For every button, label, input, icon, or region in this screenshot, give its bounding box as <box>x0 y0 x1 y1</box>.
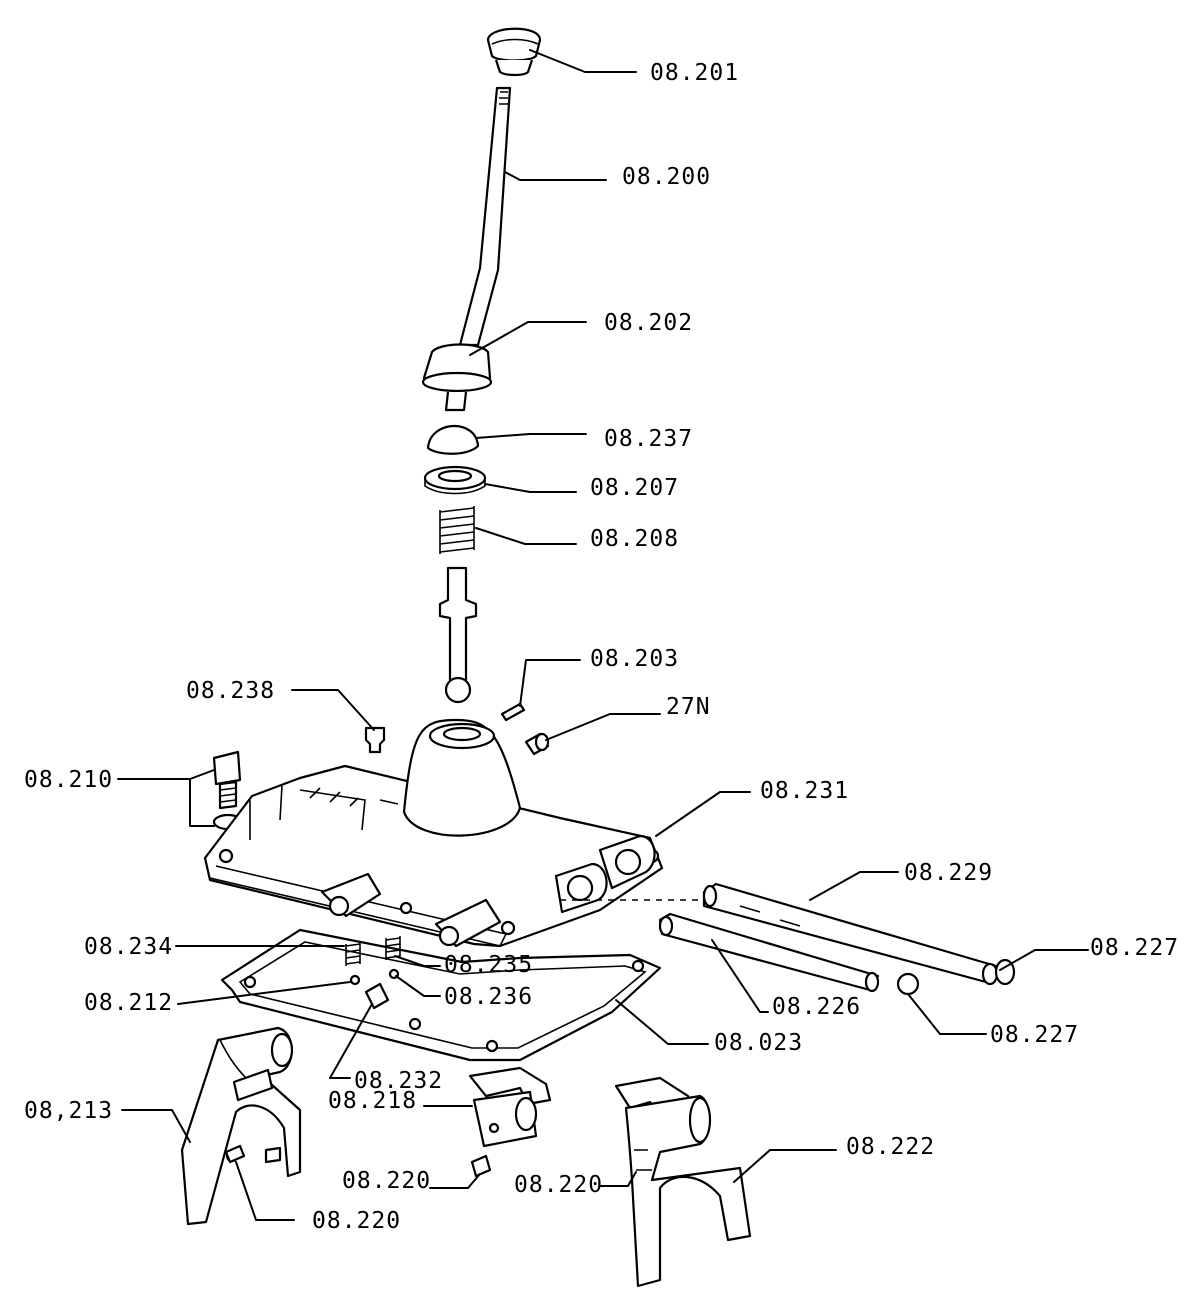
label-08-229: 08.229 <box>904 860 993 886</box>
label-08-220-left: 08.220 <box>312 1208 401 1234</box>
plug-27n-part <box>524 732 550 756</box>
label-08-227-right: 08.227 <box>1090 935 1179 961</box>
rod-226-part <box>658 912 880 993</box>
label-08-202: 08.202 <box>604 310 693 336</box>
detent-ball-left-part <box>349 974 361 986</box>
label-08-220-right: 08.220 <box>514 1172 603 1198</box>
label-27n: 27N <box>666 694 711 720</box>
label-08-213: 08,213 <box>24 1098 113 1124</box>
label-08-237: 08.237 <box>604 426 693 452</box>
shift-fork-right-part <box>614 1076 752 1288</box>
label-08-236: 08.236 <box>444 984 533 1010</box>
detent-spring-left-part <box>345 942 361 966</box>
label-08-238: 08.238 <box>186 678 275 704</box>
threaded-plug-part <box>364 982 390 1010</box>
label-08-226: 08.226 <box>772 994 861 1020</box>
label-08-220-middle: 08.220 <box>342 1168 431 1194</box>
screw-middle-part <box>470 1154 492 1178</box>
shift-fork-left-part <box>180 1026 302 1226</box>
pin-part <box>500 702 526 722</box>
detent-spring-right-part <box>385 936 401 960</box>
label-08-227-lower: 08.227 <box>990 1022 1079 1048</box>
seat-washer-part <box>423 465 487 495</box>
lever-rod-part <box>458 86 512 347</box>
label-08-203: 08.203 <box>590 646 679 672</box>
selector-shaft-part <box>438 566 478 704</box>
label-08-218: 08.218 <box>328 1088 417 1114</box>
label-08-231: 08.231 <box>760 778 849 804</box>
small-bolt-part <box>364 726 386 754</box>
label-08-023: 08.023 <box>714 1030 803 1056</box>
label-08-210: 08.210 <box>24 767 113 793</box>
cap-plug-right-part <box>994 958 1016 986</box>
rod-229-part <box>702 882 999 986</box>
housing-cover-part <box>203 718 664 948</box>
gasket-part <box>220 928 662 1062</box>
label-08-208: 08.208 <box>590 526 679 552</box>
label-08-235: 08.235 <box>444 952 533 978</box>
label-08-222: 08.222 <box>846 1134 935 1160</box>
label-08-212: 08.212 <box>84 990 173 1016</box>
label-08-201: 08.201 <box>650 60 739 86</box>
label-08-234: 08.234 <box>84 934 173 960</box>
label-08-232: 08.232 <box>354 1068 443 1094</box>
knob-part <box>486 27 542 77</box>
spring-part <box>439 506 475 554</box>
selector-block-part <box>468 1066 552 1148</box>
cap-plug-lower-part <box>896 972 920 996</box>
screw-left-part <box>224 1144 246 1164</box>
lever-base-part <box>421 343 493 412</box>
label-08-200: 08.200 <box>622 164 711 190</box>
label-08-207: 08.207 <box>590 475 679 501</box>
dome-cap-part <box>426 424 480 455</box>
